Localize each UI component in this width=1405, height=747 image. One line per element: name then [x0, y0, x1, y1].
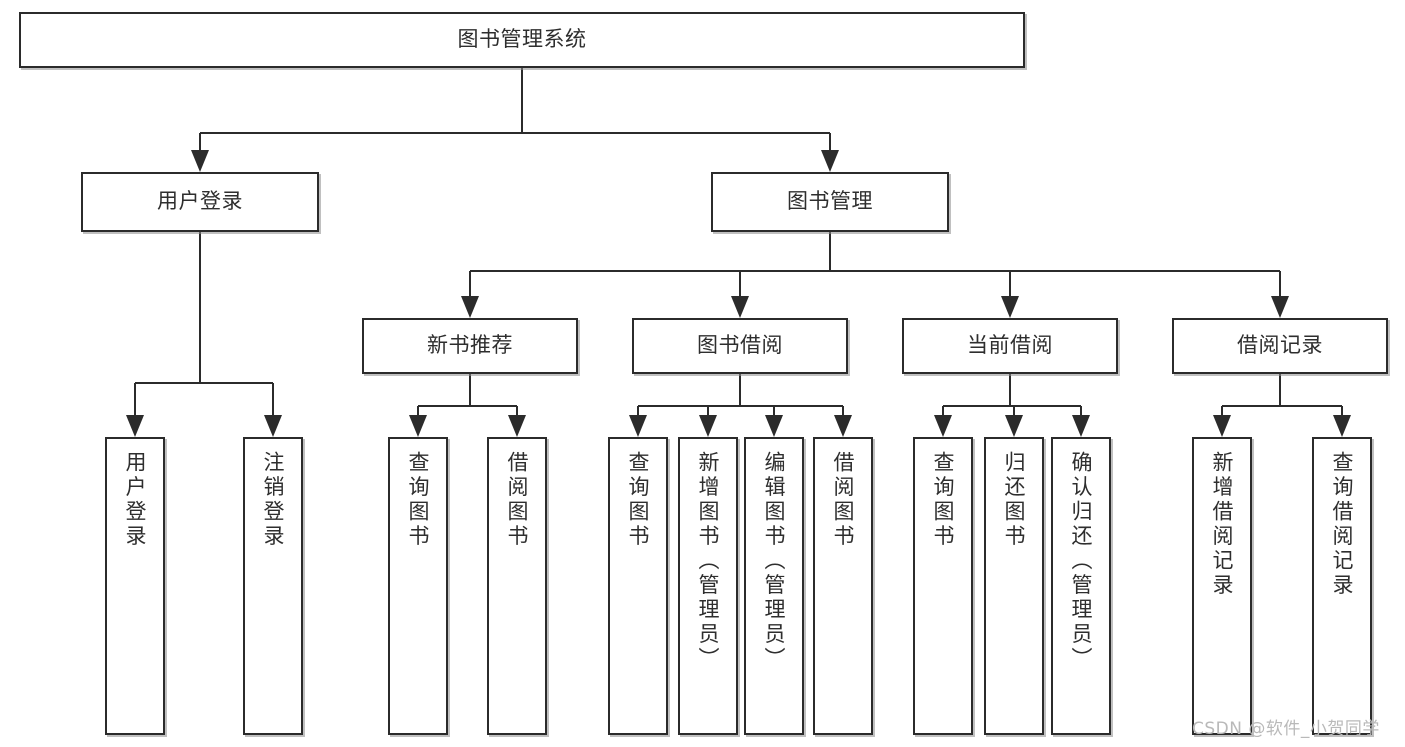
node-borrow-record[interactable]: 借阅记录 [1172, 318, 1388, 374]
node-leaf-query-book-1[interactable]: 查询图书 [388, 437, 448, 735]
node-label: 用户登录 [123, 451, 148, 549]
node-book-borrow[interactable]: 图书借阅 [632, 318, 848, 374]
node-leaf-user-login[interactable]: 用户登录 [105, 437, 165, 735]
node-label: 注销登录 [261, 451, 286, 549]
node-new-book-recommend[interactable]: 新书推荐 [362, 318, 578, 374]
node-label: 编辑图书（管理员） [762, 451, 787, 672]
node-label: 借阅图书 [505, 451, 530, 549]
node-leaf-query-book-2[interactable]: 查询图书 [608, 437, 668, 735]
node-leaf-borrow-book-1[interactable]: 借阅图书 [487, 437, 547, 735]
node-label: 图书管理系统 [457, 27, 587, 52]
node-label: 新书推荐 [427, 333, 513, 358]
node-label: 新增借阅记录 [1210, 451, 1235, 598]
node-leaf-edit-book[interactable]: 编辑图书（管理员） [744, 437, 804, 735]
node-label: 查询图书 [931, 451, 956, 549]
node-label: 图书借阅 [697, 333, 783, 358]
node-leaf-add-record[interactable]: 新增借阅记录 [1192, 437, 1252, 735]
node-current-borrow[interactable]: 当前借阅 [902, 318, 1118, 374]
node-label: 查询图书 [626, 451, 651, 549]
node-label: 确认归还（管理员） [1069, 451, 1094, 672]
node-root-system[interactable]: 图书管理系统 [19, 12, 1025, 68]
node-leaf-borrow-book-2[interactable]: 借阅图书 [813, 437, 873, 735]
node-leaf-query-book-3[interactable]: 查询图书 [913, 437, 973, 735]
node-label: 借阅图书 [831, 451, 856, 549]
node-leaf-add-book[interactable]: 新增图书（管理员） [678, 437, 738, 735]
node-label: 当前借阅 [967, 333, 1053, 358]
node-leaf-logout[interactable]: 注销登录 [243, 437, 303, 735]
node-leaf-confirm-return[interactable]: 确认归还（管理员） [1051, 437, 1111, 735]
node-label: 图书管理 [787, 189, 873, 214]
node-label: 归还图书 [1002, 451, 1027, 549]
node-label: 查询图书 [406, 451, 431, 549]
node-label: 借阅记录 [1237, 333, 1323, 358]
node-label: 用户登录 [157, 189, 243, 214]
node-leaf-query-record[interactable]: 查询借阅记录 [1312, 437, 1372, 735]
node-book-management[interactable]: 图书管理 [711, 172, 949, 232]
node-label: 查询借阅记录 [1330, 451, 1355, 598]
node-label: 新增图书（管理员） [696, 451, 721, 672]
node-user-login[interactable]: 用户登录 [81, 172, 319, 232]
node-leaf-return-book[interactable]: 归还图书 [984, 437, 1044, 735]
